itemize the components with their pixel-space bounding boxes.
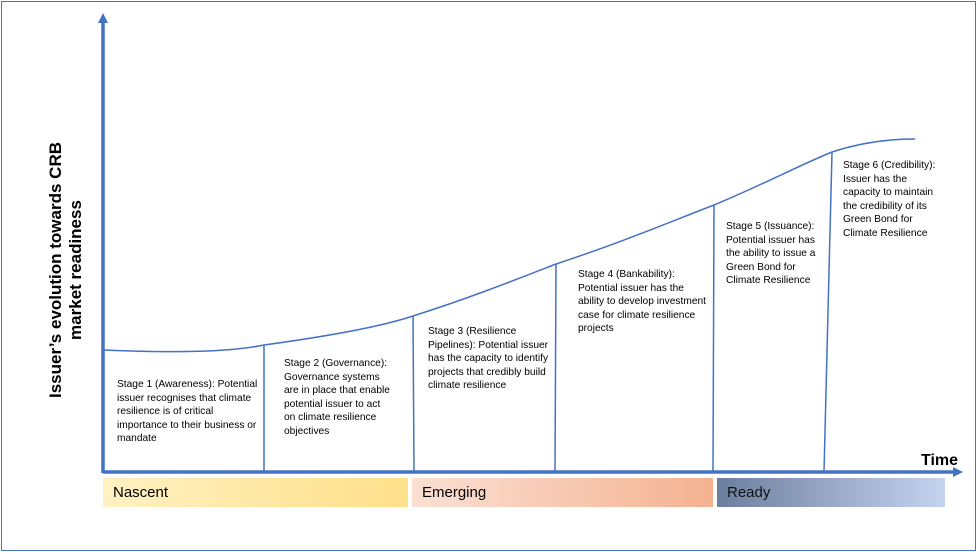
stage-divider-5 (823, 151, 833, 473)
y-axis-label-line-2: market readiness (66, 200, 85, 340)
stage-divider-3 (554, 263, 557, 473)
stage-divider-4 (712, 204, 715, 473)
y-axis-label-line-1: Issuer’s evolution towards CRB (46, 142, 65, 398)
stage-5-text: Stage 5 (Issuance): Potential issuer has… (726, 221, 816, 286)
stage-4-text: Stage 4 (Bankability): Potential issuer … (578, 269, 706, 334)
phase-emerging: Emerging (412, 478, 713, 507)
stage-6-text: Stage 6 (Credibility): Issuer has the ca… (843, 160, 936, 239)
stage-divider-2 (412, 315, 415, 473)
stage-2-text: Stage 2 (Governance): Governance systems… (284, 358, 390, 437)
phase-ready: Ready (717, 478, 945, 507)
phase-nascent: Nascent (103, 478, 408, 507)
x-axis-label: Time (921, 452, 959, 469)
stage-3-text: Stage 3 (Resilience Pipelines): Potentia… (428, 326, 549, 391)
stage-1-text: Stage 1 (Awareness): Potential issuer re… (117, 379, 258, 444)
